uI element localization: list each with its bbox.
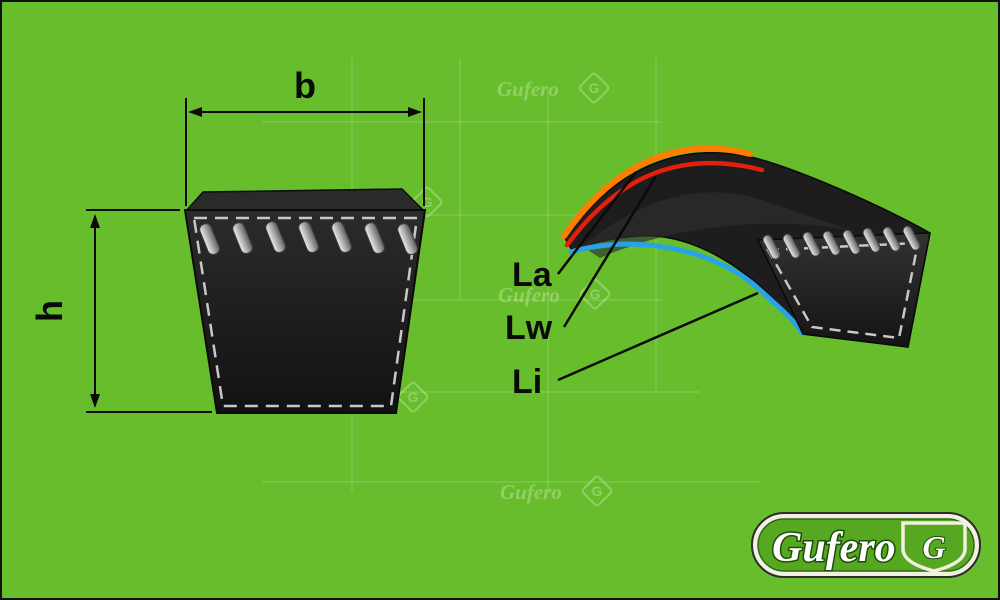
cord-pin	[762, 234, 781, 260]
watermark-diamond-icon	[578, 72, 610, 104]
belt-3d-view	[561, 145, 931, 348]
cord-pin	[902, 225, 921, 251]
width-dimension: b	[185, 65, 425, 206]
cord-pin	[802, 231, 821, 257]
cord-pin	[862, 227, 881, 253]
logo-brand-text: Gufero	[772, 525, 896, 571]
cord-pin	[822, 230, 841, 256]
lw-leader-line	[562, 175, 658, 328]
cross-section-top-face	[184, 188, 426, 212]
belt-cross-section	[183, 188, 427, 414]
cord-pin	[265, 221, 287, 253]
watermark-emblem: G	[408, 389, 419, 405]
cord-pin	[782, 233, 801, 259]
logo-shield-letter: G	[922, 529, 945, 565]
height-dimension: h	[29, 209, 212, 413]
cord-pin	[397, 223, 419, 255]
width-dimension-label: b	[294, 65, 316, 106]
outer-length-line	[561, 145, 753, 239]
cross-section-front-face	[183, 209, 427, 414]
cord-pin	[232, 222, 254, 254]
watermark: Gufero G	[500, 475, 613, 507]
watermark-emblem: G	[590, 286, 601, 302]
cord-pin	[364, 222, 386, 254]
lw-label: Lw	[505, 309, 553, 347]
cord-pin	[298, 221, 320, 253]
cord-pin	[199, 223, 221, 255]
pitch-length-line	[564, 160, 765, 248]
watermark-emblem: G	[592, 483, 603, 499]
watermark: Gufero G	[498, 278, 611, 310]
watermark-diamond-icon	[579, 278, 611, 310]
height-dimension-label: h	[29, 300, 70, 322]
la-leader-line	[557, 171, 637, 275]
cross-section-cords	[199, 221, 419, 255]
li-label: Li	[512, 363, 542, 401]
watermark-emblem: G	[589, 80, 600, 96]
cord-pin	[331, 221, 353, 253]
cord-pin	[842, 229, 861, 255]
watermark-diamond-icon	[581, 475, 613, 507]
cross-section-dashed-outline	[192, 216, 419, 408]
watermark-diamond-icon	[397, 381, 429, 413]
watermark-emblem: G	[422, 194, 433, 210]
inner-length-line	[568, 241, 805, 336]
la-label: La	[512, 256, 553, 294]
cord-pin	[882, 226, 901, 252]
watermark: Gufero G	[497, 72, 610, 104]
watermark-brand: Gufero	[500, 480, 562, 504]
length-callouts: La Lw Li	[505, 171, 759, 401]
cut-face-cords	[762, 225, 921, 260]
watermark-brand: Gufero	[497, 77, 559, 101]
li-leader-line	[557, 291, 759, 382]
cut-face-dashed-outline	[765, 241, 920, 340]
logo-shield-icon	[901, 521, 967, 573]
watermark-brand: Gufero	[498, 283, 560, 307]
brand-logo: Gufero G	[751, 512, 981, 578]
belt-3d-sheen	[582, 192, 856, 258]
